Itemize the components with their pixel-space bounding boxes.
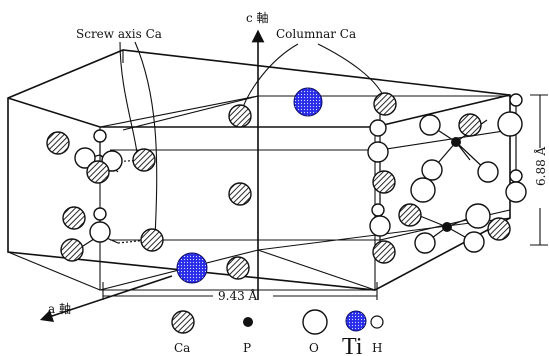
oxygen-atom	[367, 141, 389, 163]
oxygen-atom	[465, 203, 491, 229]
screw-axis-label: Screw axis Ca	[76, 27, 162, 41]
legend-o-symbol	[302, 309, 328, 335]
right-cluster	[398, 93, 527, 254]
calcium-atom	[60, 238, 84, 262]
c-axis: c 軸	[246, 11, 269, 300]
legend-h-symbol	[370, 315, 384, 329]
legend-ti-label: Ti	[342, 334, 363, 356]
oxygen-atom	[509, 169, 523, 183]
oxygen-atom	[410, 177, 436, 203]
oxygen-atom	[421, 159, 443, 181]
oxygen-atom	[414, 232, 436, 254]
calcium-atom	[372, 240, 396, 264]
calcium-atom	[228, 104, 252, 128]
calcium-atom	[86, 160, 110, 184]
calcium-atom	[228, 182, 252, 206]
calcium-atom	[373, 92, 397, 116]
oxygen-atom	[477, 161, 499, 183]
oxygen-atom	[93, 207, 107, 221]
a-axis-label: a 軸	[48, 302, 71, 316]
titanium-atom	[176, 252, 208, 284]
titanium-atom	[293, 87, 323, 117]
a-axis: a 軸	[39, 275, 173, 323]
calcium-atom	[398, 203, 422, 227]
label-pointers	[119, 41, 386, 239]
oxygen-atom	[371, 203, 385, 217]
oxygen-atom	[89, 221, 111, 243]
center-column	[176, 87, 323, 284]
dimension-c: 6.88 Å	[530, 94, 548, 246]
dimension-a-label: 9.43 Å	[218, 288, 258, 303]
calcium-atom	[46, 131, 70, 155]
oxygen-atom	[369, 215, 391, 237]
legend-ca-symbol	[171, 310, 195, 334]
oxygen-atom	[509, 93, 523, 107]
oxygen-atom	[74, 147, 96, 169]
legend-ti-symbol	[345, 310, 367, 332]
calcium-atom	[132, 148, 156, 172]
calcium-atom	[62, 206, 86, 230]
oxygen-atom	[93, 129, 107, 143]
dimension-c-label: 6.88 Å	[533, 146, 548, 186]
left-cluster	[46, 129, 164, 262]
dimension-a: 9.43 Å	[102, 282, 378, 303]
c-axis-label: c 軸	[246, 11, 269, 25]
legend: Ca P O Ti H	[171, 309, 384, 356]
legend-o-label: O	[309, 341, 319, 355]
oxygen-atom	[505, 181, 527, 203]
oxygen-atom	[419, 114, 441, 136]
right-column	[367, 92, 397, 264]
oxygen-atom	[497, 111, 523, 137]
oxygen-atom	[463, 231, 485, 253]
calcium-atom	[458, 113, 482, 137]
legend-ca-label: Ca	[174, 341, 190, 355]
legend-p-symbol	[243, 317, 253, 327]
legend-h-label: H	[372, 341, 382, 355]
calcium-atom	[487, 217, 511, 241]
calcium-atom	[372, 170, 396, 194]
calcium-atom	[140, 228, 164, 252]
columnar-ca-label: Columnar Ca	[276, 27, 356, 41]
phosphorus-atom	[451, 137, 461, 147]
phosphorus-atom	[442, 222, 452, 232]
calcium-atom	[226, 256, 250, 280]
legend-p-label: P	[243, 341, 251, 355]
oxygen-atom	[369, 119, 387, 137]
